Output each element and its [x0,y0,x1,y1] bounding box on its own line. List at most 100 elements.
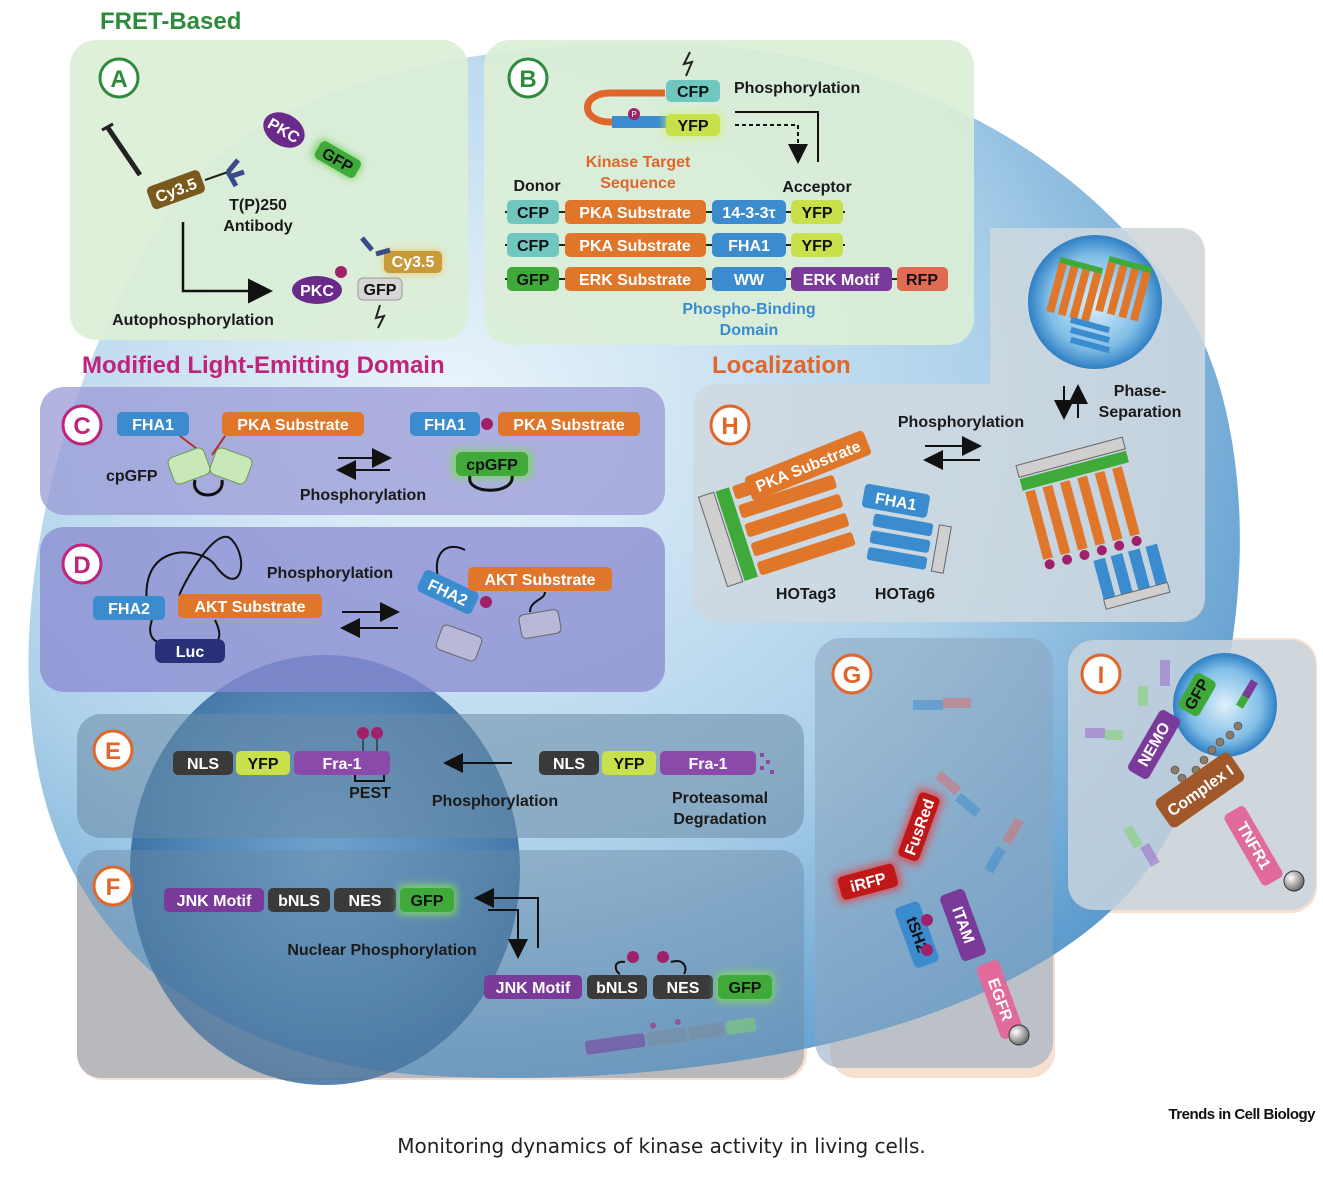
svg-text:PKA Substrate: PKA Substrate [237,417,349,434]
panel-i-free-fragments [1085,660,1170,868]
panel-b-phos-label: Phosphorylation [734,80,860,97]
svg-text:FHA1: FHA1 [424,417,466,434]
panel-a-circle [98,57,140,99]
panel-b-row-3: GFP ERK Substrate WW ERK Motif RFP [505,267,948,291]
syringe-icon [101,122,143,177]
svg-text:bNLS: bNLS [278,893,320,910]
svg-text:FHA1: FHA1 [728,238,770,255]
svg-text:GFP: GFP [364,282,397,299]
panel-h-phos-label: Phosphorylation [898,414,1024,431]
svg-text:Fra-1: Fra-1 [688,756,727,773]
panel-g-letter: G [843,662,862,689]
svg-text:bNLS: bNLS [596,980,638,997]
panel-c-phos-label: Phosphorylation [300,487,426,504]
panel-i-letter: I [1098,662,1105,689]
panel-d-circle [61,543,103,585]
svg-text:FHA1: FHA1 [132,417,174,434]
panel-c-right: FHA1 PKA Substrate cpGFP [410,412,640,492]
panel-h-circle [709,404,751,446]
svg-text:ERK Substrate: ERK Substrate [579,272,691,289]
svg-text:AKT Substrate: AKT Substrate [194,599,305,616]
phase-arrows [1054,384,1088,420]
panel-e-letter: E [105,738,121,765]
svg-text:GFP: GFP [517,272,550,289]
autophos-label: Autophosphorylation [112,312,274,329]
mled-header: Modified Light-Emitting Domain [82,352,445,379]
panel-i-circle [1080,653,1122,695]
svg-text:ERK Motif: ERK Motif [803,272,880,289]
droplet-condensate [1046,256,1153,354]
svg-text:14-3-3τ: 14-3-3τ [722,205,775,222]
pest-label: PEST [349,785,391,802]
svg-text:PKA Substrate: PKA Substrate [579,238,691,255]
phos-arrow-dashed [735,124,808,164]
svg-text:NLS: NLS [187,756,219,773]
kts-label-1: Kinase Target [586,154,691,171]
panel-e-right: NLS YFP Fra-1 [539,751,774,775]
degradation-label-1: Proteasomal [672,790,768,807]
kinase-biosensor-diagram: FRET-Based Modified Light-Emitting Domai… [28,8,1317,1085]
hotag6-stack: FHA1 [862,483,952,574]
panel-d-phos-label: Phosphorylation [267,565,393,582]
svg-text:JNK Motif: JNK Motif [496,980,571,997]
antibody-label-2: Antibody [223,218,292,235]
panel-b-row-1: CFP PKA Substrate 14-3-3τ YFP [505,200,845,224]
phos-arrow-solid [735,111,819,162]
svg-text:GFP: GFP [411,893,444,910]
panel-g-free-fragments [913,698,1024,874]
svg-text:Luc: Luc [176,644,205,661]
panel-c-left: FHA1 PKA Substrate [117,412,364,497]
svg-text:PKC: PKC [300,283,334,300]
svg-text:AKT Substrate: AKT Substrate [484,572,595,589]
pbd-label-1: Phospho-Binding [682,301,815,318]
pbd-label-2: Domain [720,322,779,339]
svg-text:NLS: NLS [553,756,585,773]
panel-f-top: JNK Motif bNLS NES GFP [164,885,456,915]
panel-a [70,40,468,340]
panel-f-arrows [474,888,539,959]
panel-d-arrows [340,602,400,638]
hotag6-label: HOTag6 [875,586,935,603]
acceptor-label: Acceptor [782,179,851,196]
donor-label: Donor [513,178,560,195]
footer-brand: Trends in Cell Biology [1168,1106,1315,1123]
svg-text:Fra-1: Fra-1 [322,756,361,773]
svg-text:CFP: CFP [517,238,549,255]
assembled-stack [1015,436,1171,610]
phase-label-2: Separation [1099,404,1182,421]
svg-text:NES: NES [349,893,382,910]
panel-g-circle [831,653,873,695]
panel-c-arrows [336,448,392,480]
svg-text:GFP: GFP [729,980,762,997]
panel-a-letter: A [110,66,127,93]
panel-e-circle [92,729,134,771]
kts-label-2: Sequence [600,175,676,192]
svg-text:YFP: YFP [801,238,832,255]
localization-header: Localization [712,352,851,379]
panel-e-left: NLS YFP Fra-1 [173,727,390,782]
svg-text:CFP: CFP [517,205,549,222]
panel-c-letter: C [73,413,90,440]
panel-d-letter: D [73,552,90,579]
fret-hairpin: P CFP YFP [584,51,722,138]
svg-text:Cy3.5: Cy3.5 [392,254,435,271]
svg-text:FHA2: FHA2 [108,601,150,618]
panel-f-letter: F [106,874,121,901]
pkc-gfp-bottom: PKC GFP Cy3.5 [292,236,442,329]
cpgfp-label: cpGFP [106,468,158,485]
svg-text:YFP: YFP [801,205,832,222]
antibody-icon [204,158,245,188]
panel-f [77,850,804,1078]
fret-header: FRET-Based [100,8,241,35]
panel-b-circle [507,57,549,99]
panel-h-letter: H [721,413,738,440]
hotag3-label: HOTag3 [776,586,836,603]
panel-g [815,638,1053,1068]
autophos-arrow [181,222,273,304]
phase-label-1: Phase- [1114,383,1166,400]
panel-b-letter: B [519,66,536,93]
svg-text:PKA Substrate: PKA Substrate [579,205,691,222]
svg-text:P: P [631,110,636,119]
panel-b-row-2: CFP PKA Substrate FHA1 YFP [505,233,845,257]
svg-text:WW: WW [734,272,765,289]
